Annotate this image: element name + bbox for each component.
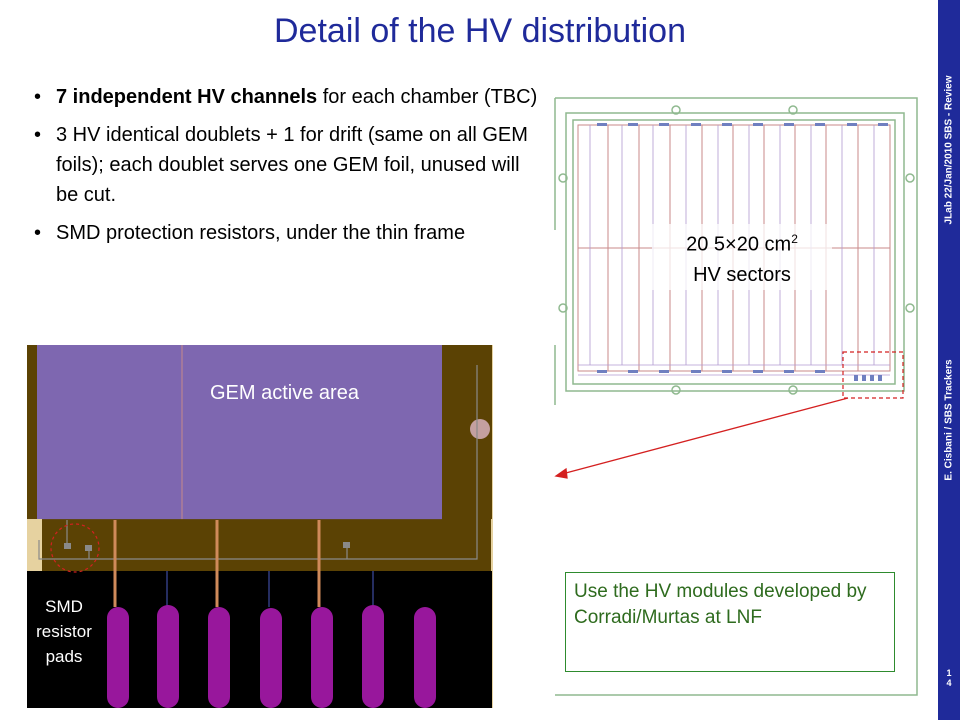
bullet-text-2: 3 HV identical doublets + 1 for drift (s… xyxy=(56,124,528,206)
smd-label-line-2: resistor xyxy=(36,622,92,641)
gem-active-area xyxy=(37,345,442,520)
detail-highlight-box xyxy=(842,351,904,399)
gem-active-area-label: GEM active area xyxy=(210,382,359,404)
smd-label-line-1: SMD xyxy=(45,597,83,616)
frame-band-left-light xyxy=(27,519,42,571)
smd-resistor-pads-label: SMD resistor pads xyxy=(28,594,100,669)
bullet-text-1: for each chamber (TBC) xyxy=(317,86,538,108)
page-number-digit-1: 1 xyxy=(946,668,952,678)
hv-copper-leads xyxy=(113,520,321,607)
bullet-item-2: 3 HV identical doublets + 1 for drift (s… xyxy=(32,120,542,210)
hv-sectors-line-1: 20 5×20 cm2 xyxy=(652,224,832,260)
sidebar-band: JLab 22/Jan/2010 SBS - Review E. Cisbani… xyxy=(938,0,960,720)
hv-sectors-label: 20 5×20 cm2 HV sectors xyxy=(652,224,832,290)
bullet-item-3: SMD protection resistors, under the thin… xyxy=(32,218,542,248)
chamber-outline xyxy=(554,97,918,696)
hv-sectors-size: 20 5×20 cm xyxy=(686,233,792,256)
hv-modules-note: Use the HV modules developed by Corradi/… xyxy=(565,572,895,672)
connector-pads xyxy=(107,605,436,708)
right-light-strip xyxy=(492,345,493,708)
smd-label-line-3: pads xyxy=(45,647,83,666)
page-number: 1 4 xyxy=(938,668,960,688)
bullet-item-1: 7 independent HV channels for each chamb… xyxy=(32,82,542,112)
slide-title: Detail of the HV distribution xyxy=(274,12,686,50)
pcb-layout-detail xyxy=(27,345,493,708)
bullet-bold-1: 7 independent HV channels xyxy=(56,86,318,108)
hv-sectors-line-2: HV sectors xyxy=(693,263,791,286)
detail-arrow xyxy=(554,397,849,479)
sector-grid xyxy=(577,124,891,372)
hv-sectors-exponent: 2 xyxy=(791,232,798,246)
smd-resistor-pads xyxy=(64,542,350,551)
hv-modules-note-text: Use the HV modules developed by Corradi/… xyxy=(574,581,867,628)
hv-signal-lines xyxy=(166,571,374,607)
page-number-digit-2: 4 xyxy=(946,678,952,688)
bullet-list: 7 independent HV channels for each chamb… xyxy=(32,82,542,256)
hv-connector-pads xyxy=(597,123,888,381)
pcb-layout-svg xyxy=(27,345,493,708)
bullet-text-3: SMD protection resistors, under the thin… xyxy=(56,222,466,244)
thin-frame-band xyxy=(27,519,493,571)
smd-highlight-circle xyxy=(50,523,100,573)
mounting-hole xyxy=(470,419,490,439)
